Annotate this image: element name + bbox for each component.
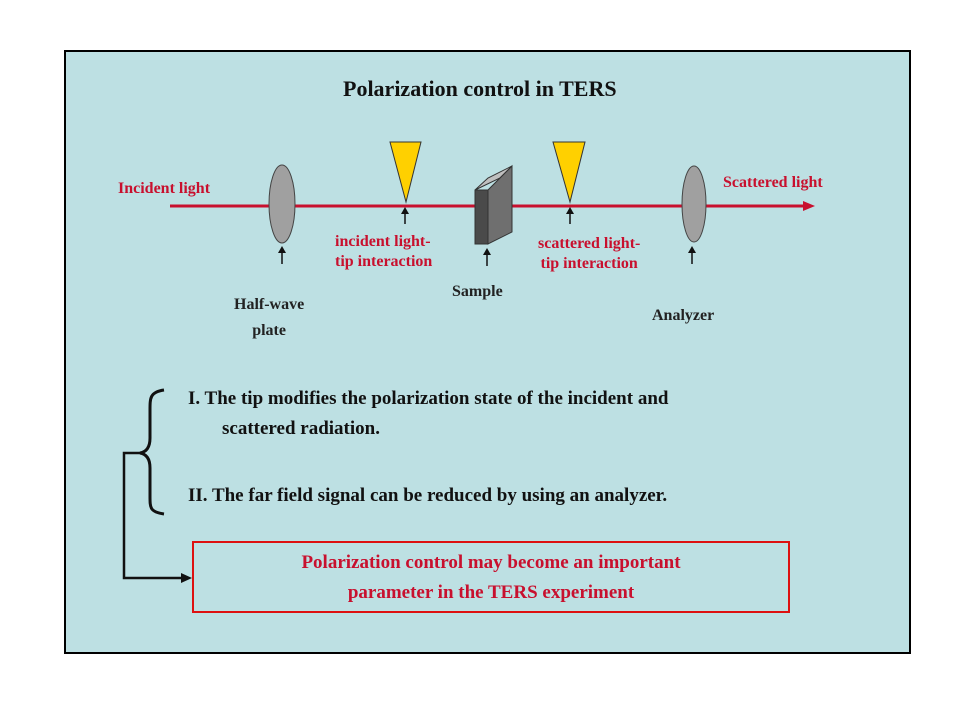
incident-tip — [389, 141, 422, 204]
conclusion-line1: Polarization control may become an impor… — [301, 552, 681, 573]
half-wave-plate-label: Half-wave plate — [234, 292, 304, 344]
half-wave-label-line1: Half-wave — [234, 296, 305, 313]
bracket-connector-line — [122, 451, 183, 580]
analyzer-label: Analyzer — [652, 307, 715, 324]
scattered-tip-label-line1: scattered light- — [538, 235, 641, 252]
analyzer-lens — [681, 165, 707, 243]
conclusion-line2: parameter in the TERS experiment — [347, 582, 635, 603]
point-one-line1: I. The tip modifies the polarization sta… — [188, 388, 669, 409]
sample-label: Sample — [452, 283, 503, 300]
page-title: Polarization control in TERS — [343, 76, 617, 101]
point-one-line2: scattered radiation. — [222, 418, 380, 439]
scattered-light-label: Scattered light — [723, 174, 823, 191]
incident-tip-interaction-label: incident light- tip interaction — [335, 232, 432, 272]
incident-tip-label-line1: incident light- — [335, 233, 431, 250]
conclusion-box: Polarization control may become an impor… — [192, 541, 790, 613]
half-wave-plate-lens — [268, 164, 296, 244]
point-two: II. The far field signal can be reduced … — [188, 485, 668, 506]
point-one: I. The tip modifies the polarization sta… — [188, 384, 668, 444]
sample-block — [474, 164, 513, 245]
incident-light-label: Incident light — [118, 180, 211, 197]
bracket — [139, 388, 165, 516]
scattered-tip-label-line2: tip interaction — [540, 255, 638, 272]
incident-tip-label-line2: tip interaction — [335, 253, 433, 270]
half-wave-label-line2: plate — [252, 322, 286, 339]
scattered-tip-interaction-label: scattered light- tip interaction — [538, 234, 640, 274]
beam-arrowhead — [803, 201, 815, 211]
connector-arrowhead — [181, 573, 192, 583]
scattered-tip — [552, 141, 586, 204]
